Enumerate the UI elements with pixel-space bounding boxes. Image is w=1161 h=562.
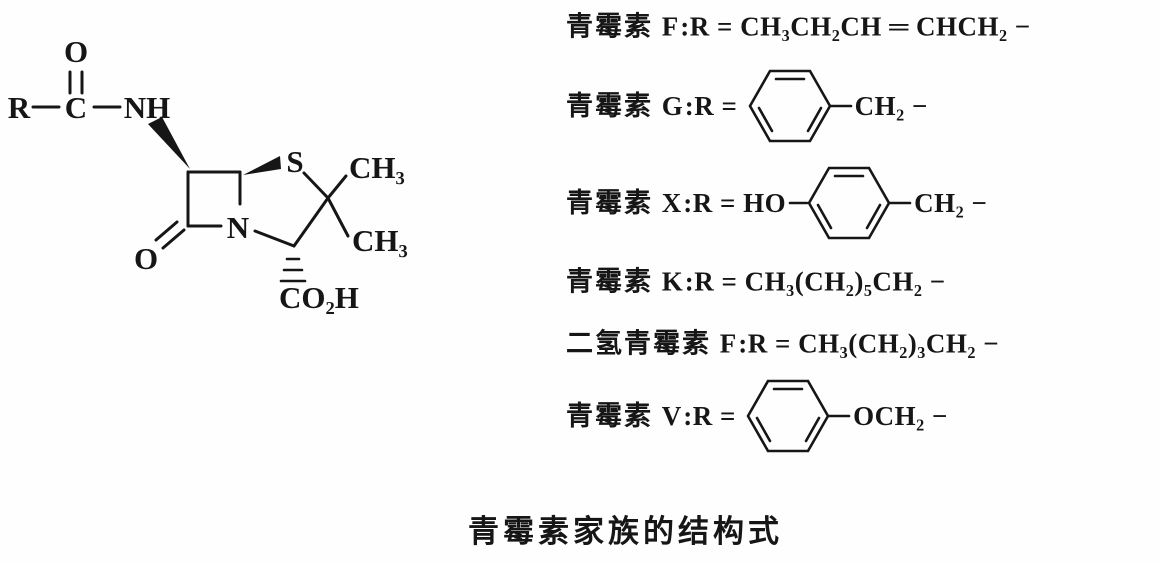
sulfur-label: S: [286, 144, 303, 179]
variant-name: 青霉素 G: [566, 90, 685, 121]
wedge-s-bond: [243, 156, 281, 175]
figure-caption: 青霉素家族的结构式: [468, 514, 783, 549]
variant-name: 青霉素 X: [566, 187, 684, 218]
methyl-lower-label: CH₃: [352, 223, 408, 258]
carboxyl-label: CO₂H: [279, 280, 359, 315]
variant-name: 青霉素 F: [566, 11, 681, 42]
benzene-ring: [746, 379, 851, 453]
benzene-ring: [788, 166, 912, 240]
variant-row-penicillin-g: 青霉素 G:R = CH₂ −: [566, 67, 928, 145]
ring-nitrogen-label: N: [227, 210, 249, 245]
penicillin-core-structure: O R C NH S N O CH₃ CH₃ CO₂H: [8, 34, 408, 315]
variant-name: 二氢青霉素 F: [566, 328, 739, 359]
variant-formula: :R =: [684, 90, 745, 121]
variant-row-penicillin-f: 青霉素 F:R = CH₃CH₂CH ═ CHCH₂ −: [566, 11, 1031, 42]
variant-formula-post: OCH₂ −: [853, 400, 948, 431]
variant-formula: :R =: [683, 400, 744, 431]
variant-formula: :R = CH₃(CH₂)₃CH₂ −: [738, 328, 1000, 359]
variant-name: 青霉素 K: [566, 266, 685, 297]
lactam-oxygen-label: O: [134, 241, 158, 276]
variant-formula: :R = CH₃(CH₂)₅CH₂ −: [684, 266, 946, 297]
variant-row-dihydropenicillin-f: 二氢青霉素 F:R = CH₃(CH₂)₃CH₂ −: [566, 328, 1000, 359]
amide-nh-label: NH: [124, 90, 171, 125]
lactam-carbonyl-a: [161, 228, 186, 250]
variant-formula: :R = HO: [683, 187, 787, 218]
variant-row-penicillin-x: 青霉素 X:R = HO CH₂ −: [566, 164, 987, 242]
wedge-nh-bond: [148, 117, 190, 169]
variant-formula: :R = CH₃CH₂CH ═ CHCH₂ −: [680, 11, 1031, 42]
lactam-carbonyl-b: [154, 220, 179, 242]
variant-formula-post: CH₂ −: [854, 90, 928, 121]
bond-c3-n: [253, 229, 296, 248]
r-group-label: R: [8, 90, 31, 125]
bond-c2-c3: [292, 196, 330, 248]
carbonyl-carbon-label: C: [65, 90, 87, 125]
bond-c2-ch3-lower: [326, 196, 350, 238]
benzene-ring: [748, 69, 852, 143]
variant-row-penicillin-k: 青霉素 K:R = CH₃(CH₂)₅CH₂ −: [566, 266, 946, 297]
variant-name: 青霉素 V: [566, 400, 684, 431]
methyl-upper-label: CH₃: [349, 150, 405, 185]
variant-row-penicillin-v: 青霉素 V:R = OCH₂ −: [566, 377, 948, 455]
bond-s-c2: [302, 171, 330, 200]
variant-formula-post: CH₂ −: [914, 187, 988, 218]
carbonyl-oxygen-label: O: [64, 34, 88, 69]
bond-c2-ch3-upper: [326, 174, 348, 200]
